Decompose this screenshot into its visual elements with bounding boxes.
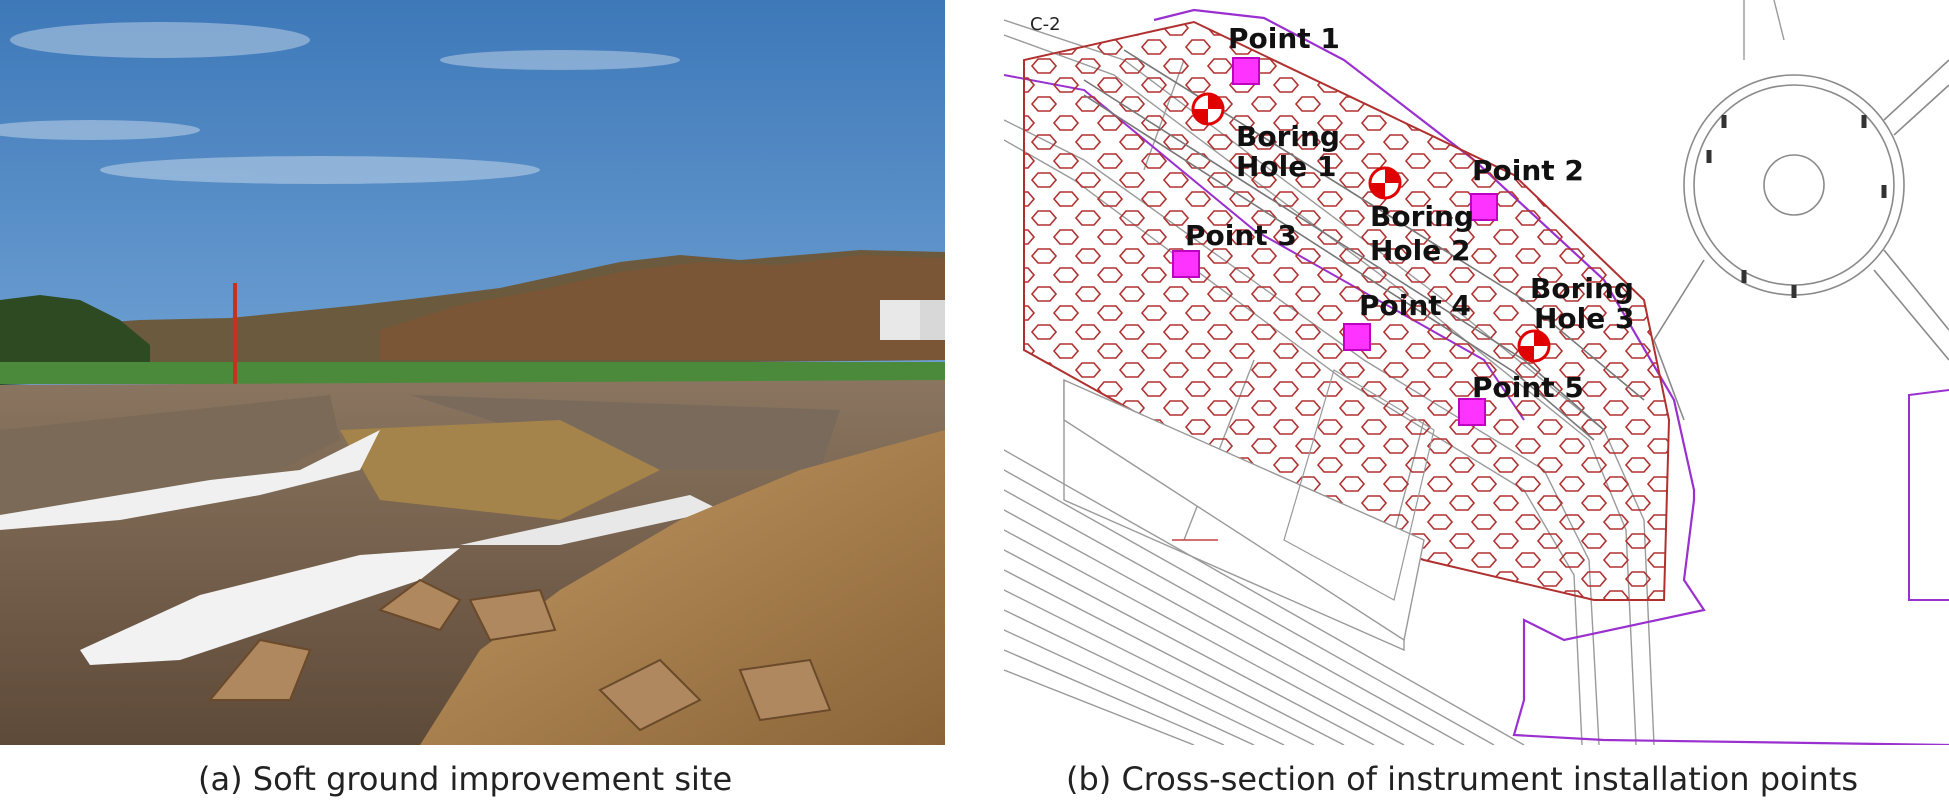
point-5-marker <box>1458 398 1486 426</box>
site-boundary <box>1153 8 1949 745</box>
instrument-points: Point 1 Point 2 Point 3 Point 4 Point 5 <box>1172 22 1584 426</box>
boring-hole-2-label-line2: Hole 2 <box>1370 234 1471 267</box>
caption-b: (b) Cross-section of instrument installa… <box>1066 760 1858 798</box>
boring-hole-3-label-line1: Boring <box>1530 272 1634 305</box>
zone-outline <box>1023 20 1671 601</box>
boring-hole-2-label-line1: Boring <box>1370 200 1474 233</box>
boring-hole-2-marker <box>1368 166 1402 200</box>
boundary-right <box>1908 389 1949 601</box>
boring-hole-3-marker <box>1517 329 1551 363</box>
boring-hole-1-label-line1: Boring <box>1236 120 1340 153</box>
point-2-marker <box>1470 193 1498 221</box>
boring-holes: Boring Hole 1 Boring Hole 2 Boring Hole … <box>1191 92 1635 363</box>
plan-drawing: C-2 Point 1 Point 2 Point 3 Point 4 Poin… <box>1004 0 1949 745</box>
point-1-marker <box>1232 57 1260 85</box>
plan-drawing-svg: C-2 Point 1 Point 2 Point 3 Point 4 Poin… <box>1004 0 1949 745</box>
roundabout <box>1653 59 1949 421</box>
point-3-label: Point 3 <box>1185 219 1297 252</box>
boring-hole-1-marker <box>1191 92 1225 126</box>
point-4-label: Point 4 <box>1359 289 1471 322</box>
boring-hole-3-label-line2: Hole 3 <box>1534 302 1635 335</box>
boring-hole-1-label-line2: Hole 1 <box>1236 150 1337 183</box>
site-photo-illustration <box>0 0 945 745</box>
point-3-marker <box>1172 250 1200 278</box>
roundabout-markers <box>1706 115 1887 298</box>
point-1-label: Point 1 <box>1228 22 1340 55</box>
point-4-marker <box>1343 323 1371 351</box>
point-5-label: Point 5 <box>1472 371 1584 404</box>
site-photo <box>0 0 945 745</box>
caption-a: (a) Soft ground improvement site <box>198 760 733 798</box>
blank-strip <box>1063 378 1425 642</box>
section-label: C-2 <box>1030 14 1061 35</box>
pipe-lines <box>1083 49 1645 441</box>
point-2-label: Point 2 <box>1472 154 1584 187</box>
